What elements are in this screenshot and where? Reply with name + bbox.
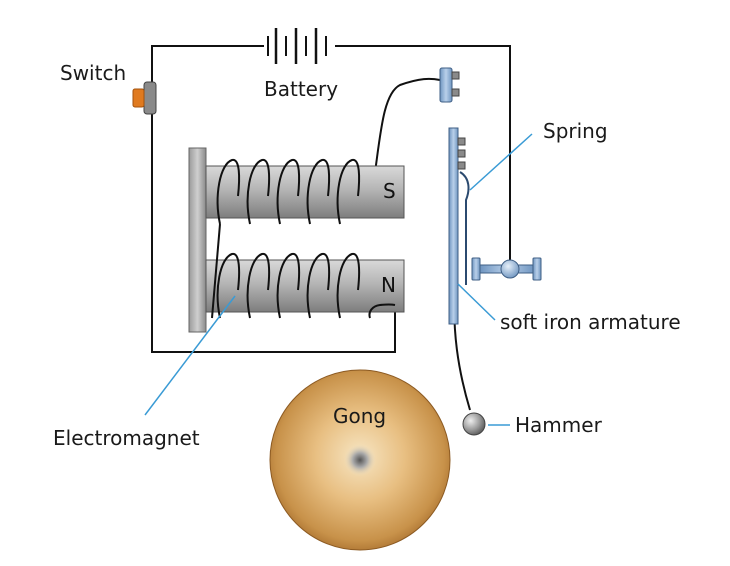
spring-strip <box>459 171 470 285</box>
armature-label: soft iron armature <box>500 310 681 334</box>
hammer <box>462 412 486 436</box>
gong: Gong <box>269 369 451 551</box>
hammer-label: Hammer <box>515 413 603 437</box>
gong-label: Gong <box>333 404 386 428</box>
core-top <box>205 165 405 219</box>
pole-n: N <box>381 273 396 297</box>
spring-leader <box>469 133 533 191</box>
coil-bottom <box>216 252 396 319</box>
coil-top <box>216 158 361 225</box>
electromagnet-leader <box>144 295 236 416</box>
switch-button <box>132 81 157 115</box>
battery-symbol <box>267 28 327 64</box>
electromagnet-label: Electromagnet <box>53 426 200 450</box>
switch-label: Switch <box>60 61 126 85</box>
pole-s: S <box>383 179 396 203</box>
battery-label: Battery <box>264 77 338 101</box>
leader-lines <box>144 133 533 426</box>
electromagnet: S N <box>188 147 405 333</box>
contact-screw <box>471 257 542 281</box>
coil-link <box>211 223 221 319</box>
soft-iron-armature <box>448 127 466 325</box>
yoke-plate <box>188 147 207 333</box>
spring-label: Spring <box>543 119 608 143</box>
core-bottom <box>205 259 405 313</box>
armature-leader <box>457 283 496 321</box>
terminal-top <box>439 67 460 103</box>
